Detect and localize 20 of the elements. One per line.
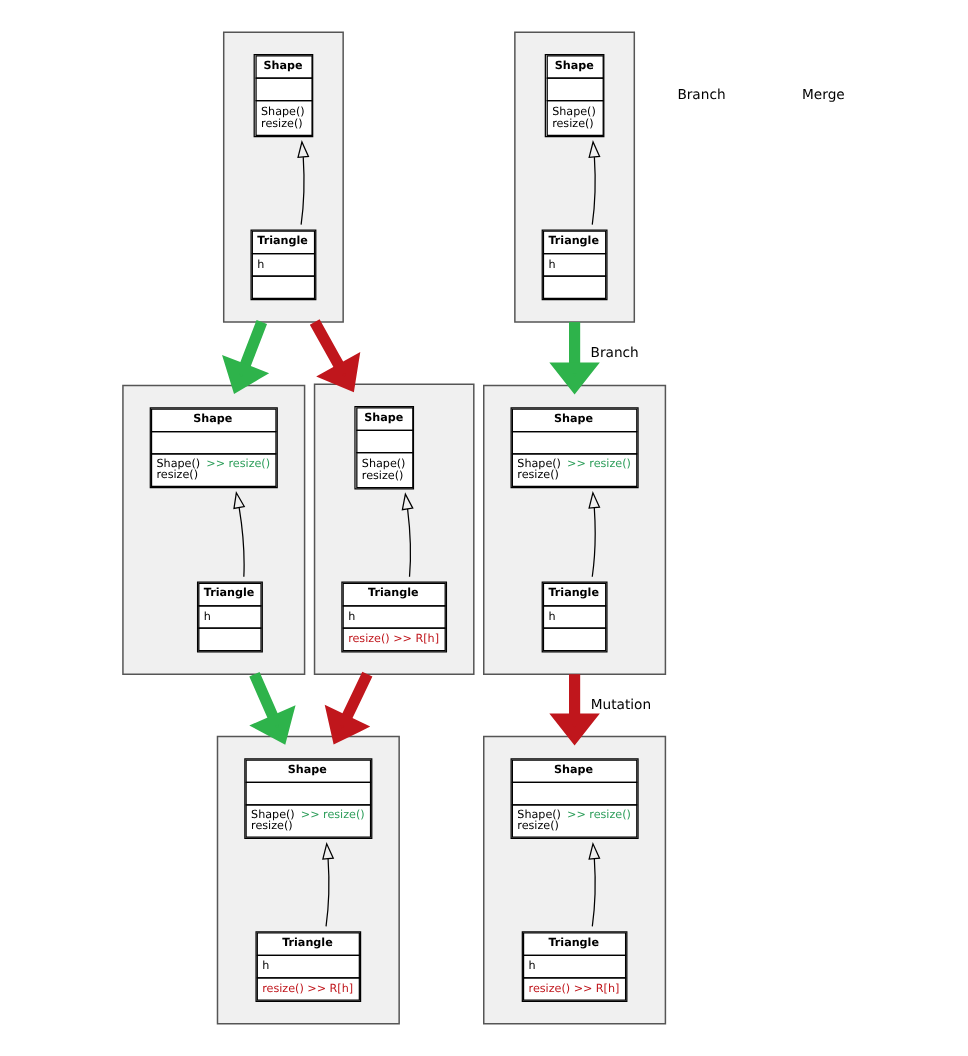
cluster	[482, 384, 666, 675]
arrow	[323, 671, 372, 745]
arrow	[548, 322, 599, 395]
arrow	[587, 490, 600, 578]
arrow	[232, 490, 245, 578]
arrow	[400, 492, 413, 578]
arrow	[296, 140, 309, 226]
arrow	[248, 671, 295, 745]
arrow	[548, 674, 599, 746]
cluster	[513, 31, 635, 323]
cluster	[221, 31, 343, 323]
cluster	[312, 383, 474, 675]
arrow	[308, 319, 360, 393]
cluster	[121, 384, 305, 675]
arrow	[221, 320, 269, 394]
arrow	[587, 841, 600, 927]
cluster	[215, 735, 399, 1025]
cluster	[482, 735, 666, 1025]
arrow	[321, 841, 334, 927]
arrow	[587, 140, 600, 226]
